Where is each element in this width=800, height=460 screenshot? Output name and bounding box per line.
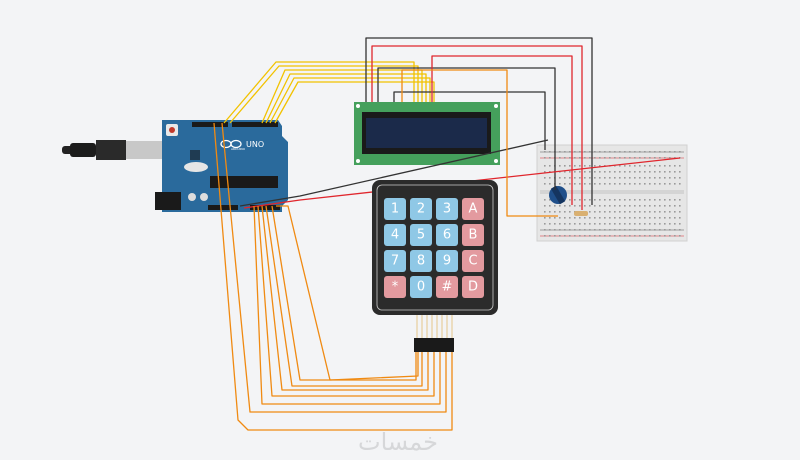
keypad-key-label: 1 [391, 202, 399, 217]
keypad-key[interactable]: * [384, 276, 406, 298]
keypad-key[interactable]: 0 [410, 276, 432, 298]
keypad-key[interactable]: 6 [436, 224, 458, 246]
power-wires[interactable] [243, 45, 681, 210]
lcd-display[interactable] [354, 102, 500, 165]
keypad-key-label: 0 [417, 280, 425, 295]
keypad-key-label: 5 [417, 228, 425, 243]
keypad-key[interactable]: 3 [436, 198, 458, 220]
keypad-key[interactable]: 1 [384, 198, 406, 220]
keypad-key-label: # [442, 280, 453, 295]
usb-cable[interactable] [62, 140, 166, 160]
resistor[interactable] [574, 211, 588, 216]
keypad-key-label: * [392, 280, 399, 295]
arduino-brand: ARDUINO [231, 147, 246, 151]
keypad-key[interactable]: 8 [410, 250, 432, 272]
keypad-key-label: A [469, 202, 478, 217]
keypad-key[interactable]: 2 [410, 198, 432, 220]
keypad-connector [414, 338, 454, 352]
keypad-key[interactable]: 7 [384, 250, 406, 272]
keypad-wires[interactable] [213, 122, 453, 431]
keypad-key[interactable]: 5 [410, 224, 432, 246]
keypad-key-label: 4 [391, 228, 399, 243]
keypad-key-label: 2 [417, 202, 425, 217]
keypad-key[interactable]: # [436, 276, 458, 298]
keypad-key-label: 3 [443, 202, 451, 217]
lcd-contrast-wire[interactable] [401, 69, 558, 217]
keypad-key-label: 9 [443, 254, 451, 269]
watermark: خمسات [358, 428, 438, 456]
keypad-key-label: C [468, 254, 477, 269]
keypad-key[interactable]: B [462, 224, 484, 246]
keypad-key-label: B [469, 228, 478, 243]
ground-wires[interactable] [239, 37, 593, 207]
keypad-key-label: 7 [391, 254, 399, 269]
keypad-key[interactable]: C [462, 250, 484, 272]
keypad[interactable]: 1 2 3 A 4 5 6 B 7 8 9 C * 0 # D [372, 180, 498, 352]
keypad-key-label: 6 [443, 228, 451, 243]
keypad-key[interactable]: 4 [384, 224, 406, 246]
wires [213, 37, 681, 431]
keypad-key[interactable]: D [462, 276, 484, 298]
keypad-key[interactable]: A [462, 198, 484, 220]
keypad-key-label: 8 [417, 254, 425, 269]
keypad-ribbon-pins [416, 315, 453, 340]
arduino-uno[interactable]: ARDUINO UNO [155, 120, 288, 212]
arduino-label: UNO [246, 140, 264, 149]
potentiometer[interactable] [549, 185, 567, 205]
keypad-key[interactable]: 9 [436, 250, 458, 272]
keypad-key-label: D [468, 280, 478, 295]
arduino-logo-icon [220, 139, 242, 149]
